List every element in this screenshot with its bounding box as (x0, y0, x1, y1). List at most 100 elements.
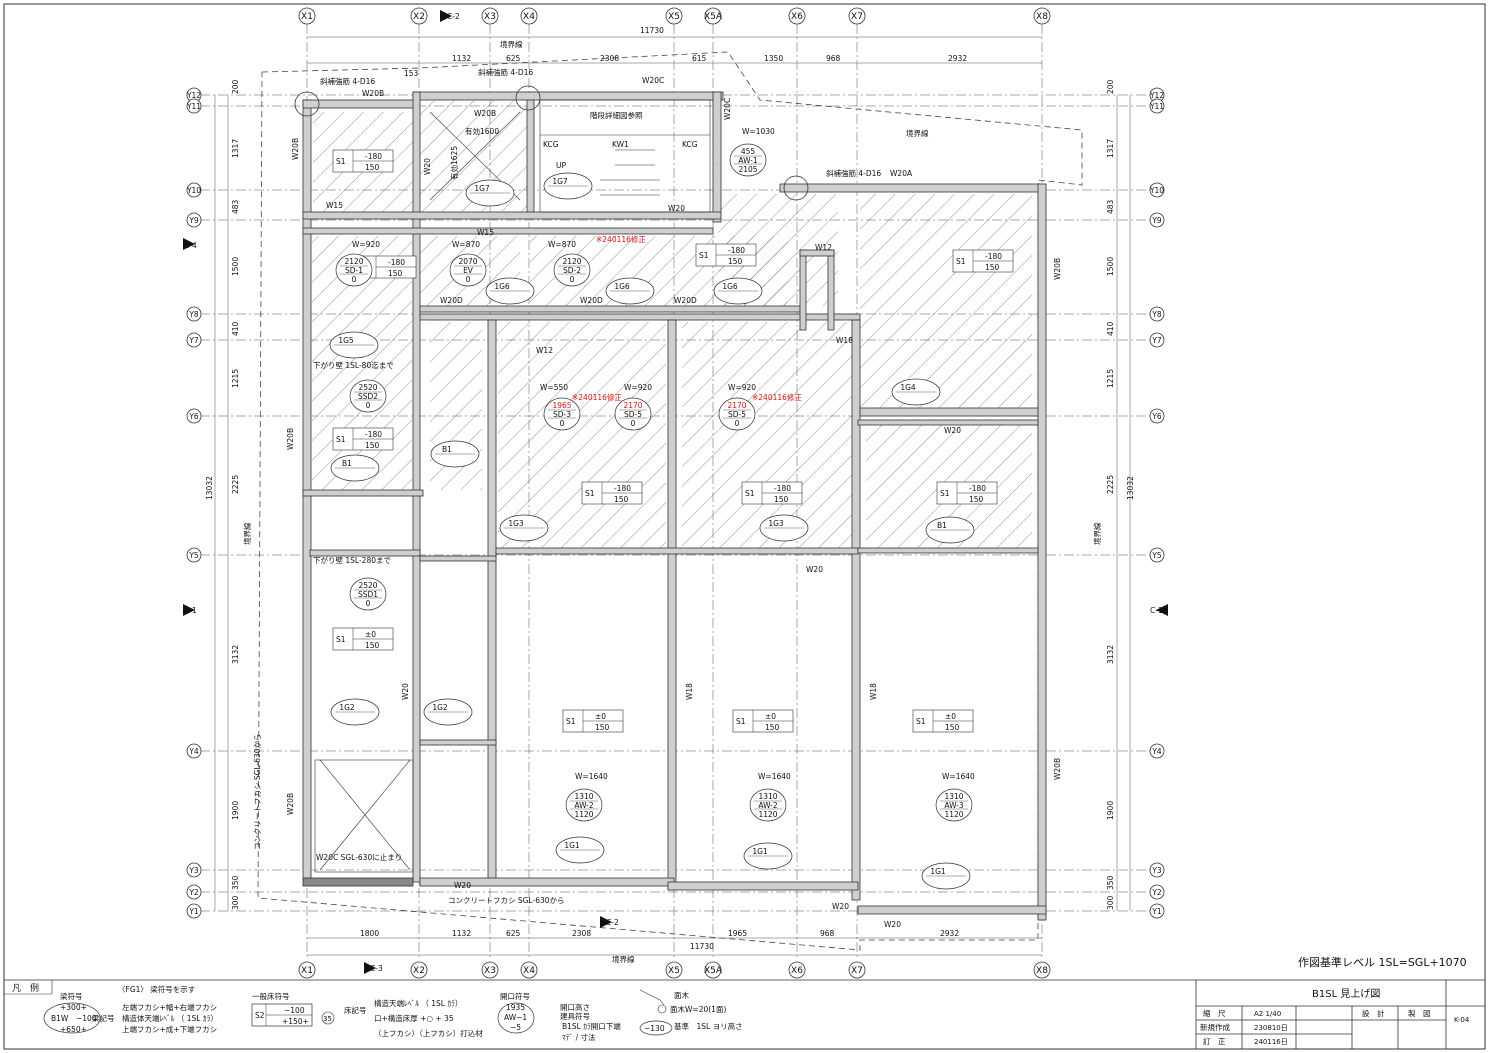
axis-bubble-y2-right: Y2 (1149, 884, 1165, 900)
wall-w18-1: W18 (836, 336, 853, 345)
revision-label: 訂 正 (1203, 1036, 1226, 1046)
slab-id: S1 (585, 489, 595, 498)
slab-depth: 150 (969, 495, 984, 504)
axis-bubble-y8-right: Y8 (1149, 306, 1165, 322)
revise-note-2: ※240116修正 (572, 392, 622, 402)
axis-label: Y9 (1151, 216, 1162, 225)
slab-level: -180 (365, 430, 382, 439)
slab-id: S1 (916, 717, 926, 726)
dim-left-total: 13032 (205, 476, 214, 500)
dim-left: 2225 (231, 475, 240, 494)
beam-tag: B1 (330, 454, 380, 482)
opening-height: 2170 (623, 401, 642, 410)
slab-level: ±0 (595, 712, 606, 721)
wall-w20-7: W20 (884, 920, 901, 929)
wall-w20b-left: W20B (291, 138, 300, 160)
legend-floor-b: −100 (284, 1006, 305, 1015)
dim-left: 483 (231, 199, 240, 214)
slab-level: -180 (985, 252, 1002, 261)
stair-kw1: KW1 (612, 140, 629, 149)
axis-bubble-x3-top: X3 (481, 7, 499, 25)
beam-tag: 1G6 (485, 277, 535, 305)
slab-id: S1 (745, 489, 755, 498)
slab-level: -180 (969, 484, 986, 493)
axis-bubble-y7-right: Y7 (1149, 332, 1165, 348)
wall-w20c-top: W20C (642, 76, 664, 85)
beam-tag: 1G6 (605, 277, 655, 305)
opening-height: 1310 (758, 792, 777, 801)
axis-label: Y10 (1149, 186, 1164, 195)
new-value: 230810日 (1254, 1024, 1288, 1032)
axis-label: X8 (1036, 966, 1048, 976)
wall-w12-2: W12 (815, 243, 832, 252)
axis-bubble-x1-top: X1 (298, 7, 316, 25)
legend-chamfer-desc: 面木W=20(1面) (670, 1004, 726, 1014)
beam-tag: 1G1 (743, 842, 793, 870)
wall-w20-4: W20 (401, 683, 410, 700)
wall-w20d-3: W20D (580, 296, 603, 305)
slab-depth: 150 (728, 257, 743, 266)
width-1030: W=1030 (742, 127, 775, 136)
axis-label: Y3 (188, 866, 199, 875)
boundary-label-right: 境界線 (1092, 522, 1102, 545)
axis-bubble-y3-left: Y3 (186, 862, 202, 878)
stair-note: 階段詳細図参照 (590, 110, 643, 120)
section-markers (183, 10, 1168, 974)
dim-right: 3132 (1106, 645, 1115, 664)
axis-label: X3 (484, 966, 496, 976)
slab-tag: S1 -180 150 (581, 481, 643, 505)
wall-w20a: W20A (890, 169, 913, 178)
downwall-note-2: 下がり壁 1SL-280まで (313, 555, 391, 565)
axis-label: X4 (523, 966, 535, 976)
slab-depth: 150 (614, 495, 629, 504)
opening-id: SD-5 (728, 410, 746, 419)
revise-note-3: ※240116修正 (752, 392, 802, 402)
axis-label: X5A (704, 12, 723, 22)
legend-beam-mid-b: −100 (76, 1014, 97, 1023)
wall-labels: W20B W20B W20C W20B W20C W15 W15 W20 W20… (286, 76, 1062, 929)
dim-top: 625 (506, 54, 521, 63)
axis-bubble-y4-left: Y4 (186, 743, 202, 759)
axis-label: Y8 (1151, 310, 1162, 319)
beam-tag: 1G1 (921, 862, 971, 890)
opening-id: AW-1 (738, 156, 758, 165)
opening-height: 455 (741, 147, 756, 156)
beam-id: 1G2 (432, 703, 448, 712)
slab-level: -180 (774, 484, 791, 493)
beam-tag: 1G2 (423, 698, 473, 726)
beam-id: 1G1 (930, 867, 946, 876)
scale-label: 縮 尺 (1203, 1008, 1226, 1018)
boundary-label-top: 境界線 (500, 39, 523, 49)
wall-w18-2: W18 (685, 683, 694, 700)
revise-note-1: ※240116修正 (596, 234, 646, 244)
axis-bubble-y9-left: Y9 (186, 212, 202, 228)
legend-beam-mid-a: B1W (51, 1014, 69, 1023)
slab-level: -180 (614, 484, 631, 493)
axis-bubble-y9-right: Y9 (1149, 212, 1165, 228)
legend-beam-top: +300+ (60, 1003, 87, 1012)
stair-kcg-2: KCG (682, 140, 698, 149)
legend-fg-note: 〈FG1〉 梁符号を示す (118, 984, 195, 994)
legend-open-d2: 建具符号 (560, 1011, 590, 1021)
dim-right: 1900 (1106, 801, 1115, 820)
beam-tag: 1G7 (543, 172, 593, 200)
dim-bottom-total: 11730 (690, 942, 714, 951)
opening-id: AW-2 (758, 801, 778, 810)
legend-open-c: −5 (510, 1023, 521, 1032)
axis-bubble-x7-bottom: X7 (848, 961, 866, 979)
legend-level-title: 基準 1SL ヨリ高さ (674, 1021, 743, 1031)
beam-id: B1 (937, 521, 947, 530)
legend-floor-desc2: 口+構造床厚 +○ + 35 (374, 1013, 454, 1023)
slab-depth: 150 (388, 269, 403, 278)
axis-label: Y4 (188, 747, 199, 756)
opening-bottom: 0 (570, 275, 575, 284)
slab-id: S1 (956, 257, 966, 266)
slab-level: ±0 (765, 712, 776, 721)
axis-bubble-y6-left: Y6 (186, 408, 202, 424)
beam-id: 1G5 (338, 336, 354, 345)
boundary-line (257, 51, 1083, 951)
